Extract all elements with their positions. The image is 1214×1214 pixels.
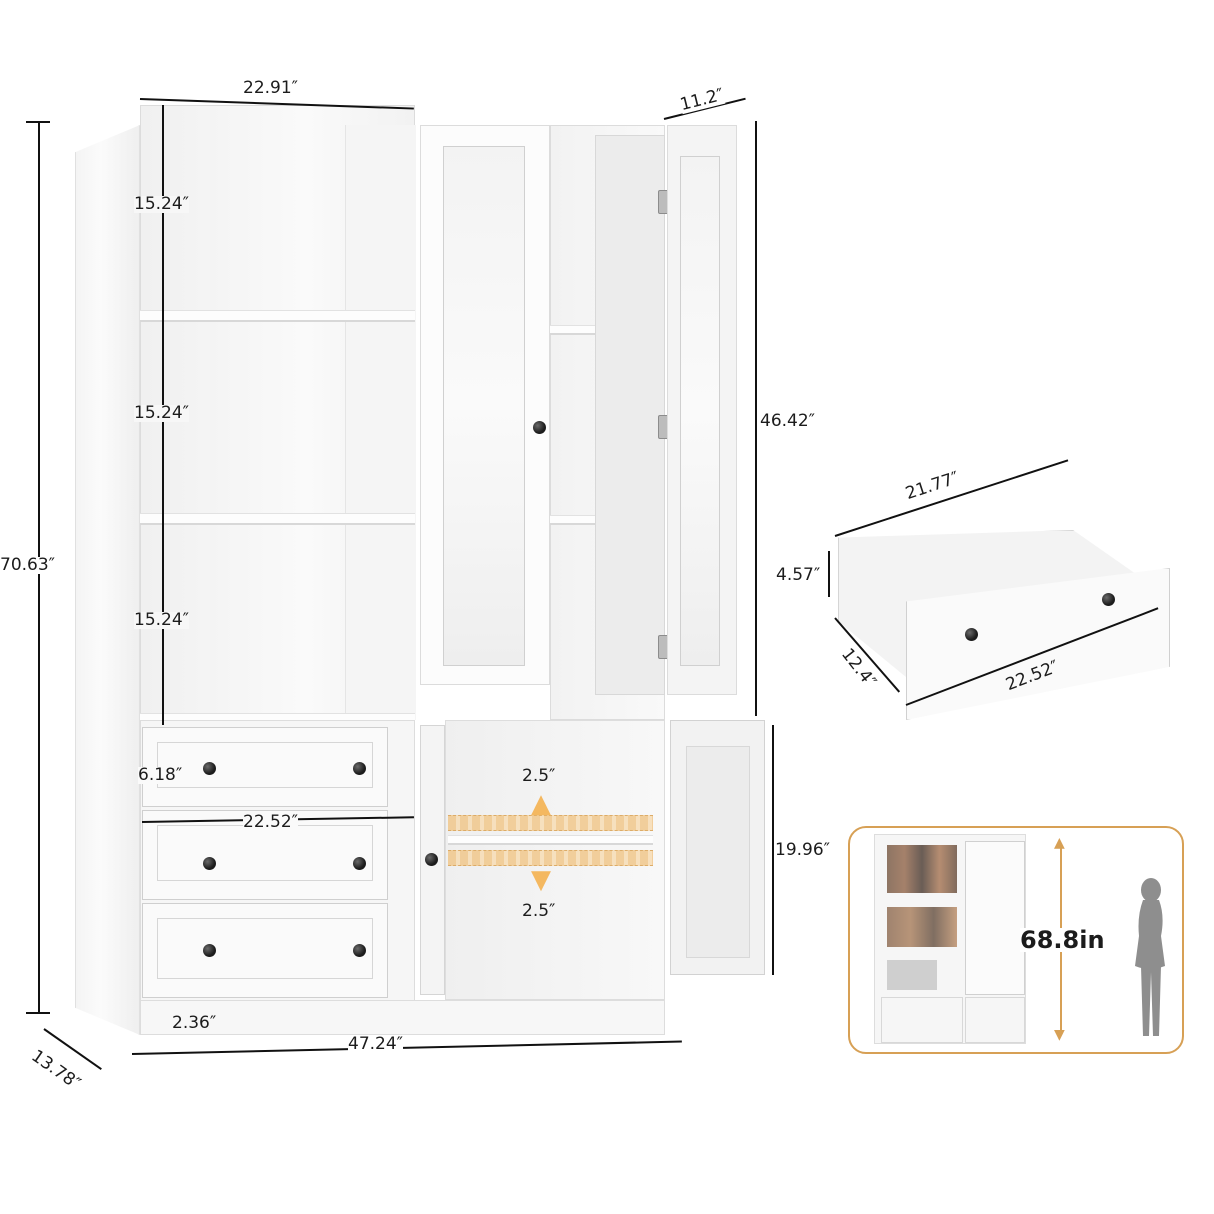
- drawer-knob[interactable]: [203, 762, 216, 775]
- overall-height-label: 70.63″: [0, 555, 56, 575]
- section-width-label: 22.91″: [243, 78, 299, 98]
- shelf-height-2-label: 15.24″: [134, 403, 190, 423]
- dimension-line-lower-cabinet: [772, 725, 774, 975]
- glass-height-label: 46.42″: [760, 411, 816, 431]
- open-door-inner-panel: [595, 135, 665, 695]
- overall-depth-label: 13.78″: [27, 1046, 85, 1095]
- base-height-label: 2.36″: [172, 1013, 217, 1033]
- glass-door-right-open[interactable]: [667, 125, 737, 695]
- arrow-down-icon: ▼: [531, 865, 551, 895]
- shelf-1: [140, 310, 415, 322]
- door-knob[interactable]: [533, 421, 546, 434]
- drawer-knob[interactable]: [353, 944, 366, 957]
- overall-width-label: 47.24″: [348, 1034, 404, 1054]
- drawer-knob[interactable]: [203, 857, 216, 870]
- lower-cabinet-height-label: 19.96″: [775, 840, 831, 860]
- door-knob[interactable]: [425, 853, 438, 866]
- left-bay-side: [345, 125, 416, 720]
- glass-pane: [443, 146, 525, 666]
- drawer-knob[interactable]: [353, 762, 366, 775]
- glass-pane: [680, 156, 720, 666]
- arrow-up-icon: ▲: [1054, 835, 1065, 851]
- scale-comparison-inset: ▲ ▼ 68.8in: [848, 826, 1184, 1054]
- drawer-knob[interactable]: [353, 857, 366, 870]
- arrow-up-icon: ▲: [531, 789, 551, 819]
- person-silhouette-icon: [1125, 876, 1173, 1044]
- drawer-knob: [1102, 593, 1115, 606]
- glass-door-left[interactable]: [420, 125, 550, 685]
- drawer-detail-illustration: [836, 480, 1170, 720]
- mini-cabinet: [874, 834, 1026, 1044]
- shelf-position-up: [448, 815, 653, 831]
- drawer-knob[interactable]: [203, 944, 216, 957]
- dimension-line-overall-width: [131, 1040, 682, 1055]
- shelf-2: [140, 513, 415, 525]
- drawer-width-label: 22.52″: [243, 812, 299, 832]
- adjustable-shelf: [448, 835, 653, 845]
- dimension-line-glass: [755, 121, 757, 716]
- shelf-position-down: [448, 850, 653, 866]
- dimension-line-drawer-height: [828, 551, 830, 597]
- drawer-detail-height-label: 4.57″: [776, 565, 821, 585]
- adjust-down-label: 2.5″: [522, 901, 556, 921]
- lower-cabinet-right-door-open[interactable]: [670, 720, 765, 975]
- height-comparison-label: 68.8in: [1020, 926, 1105, 954]
- shelf-height-3-label: 15.24″: [134, 610, 190, 630]
- base-plinth: [140, 1000, 665, 1035]
- cabinet-side-panel: [75, 125, 140, 1035]
- drawer-knob: [965, 628, 978, 641]
- drawer-3[interactable]: [142, 903, 388, 998]
- shelf-height-1-label: 15.24″: [134, 194, 190, 214]
- drawer-1[interactable]: [142, 727, 388, 807]
- drawer-height-label: 6.18″: [138, 765, 183, 785]
- arrow-down-icon: ▼: [1054, 1027, 1065, 1043]
- door-depth-label: 11.2″: [678, 84, 726, 116]
- adjust-up-label: 2.5″: [522, 766, 556, 786]
